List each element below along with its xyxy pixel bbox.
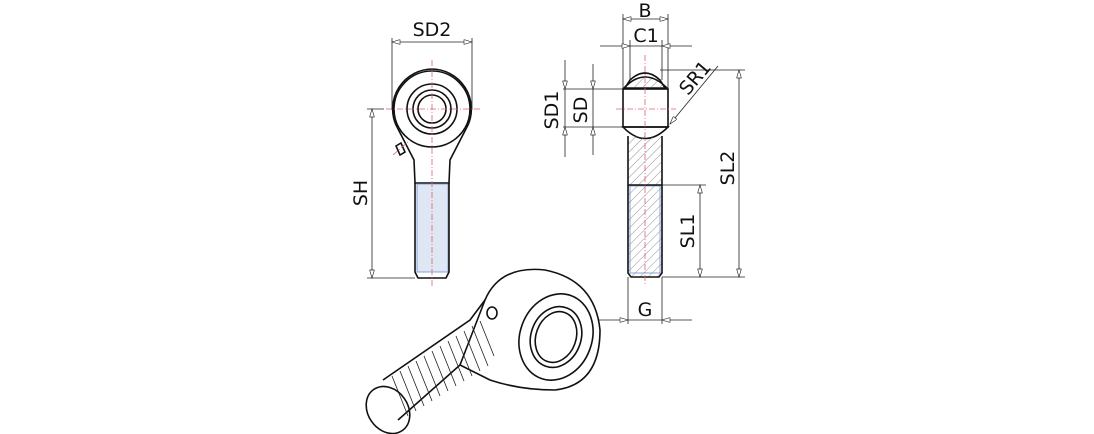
dim-sd2: SD2 (413, 19, 452, 41)
dim-c1: C1 (633, 25, 658, 47)
front-view: SD2 SH (350, 19, 480, 286)
side-view: B C1 SD1 SD SR1 SL2 SL1 (541, 0, 745, 324)
dim-sd: SD (570, 97, 592, 124)
dim-g: G (638, 299, 653, 321)
dim-b: B (638, 0, 651, 22)
dim-sh: SH (350, 180, 372, 206)
dim-sd1: SD1 (541, 91, 563, 130)
dim-sr1: SR1 (675, 57, 716, 100)
dim-sl2: SL2 (717, 151, 739, 186)
isometric-view (365, 268, 601, 434)
dim-sl1: SL1 (677, 214, 699, 249)
thread-lines (391, 320, 495, 417)
